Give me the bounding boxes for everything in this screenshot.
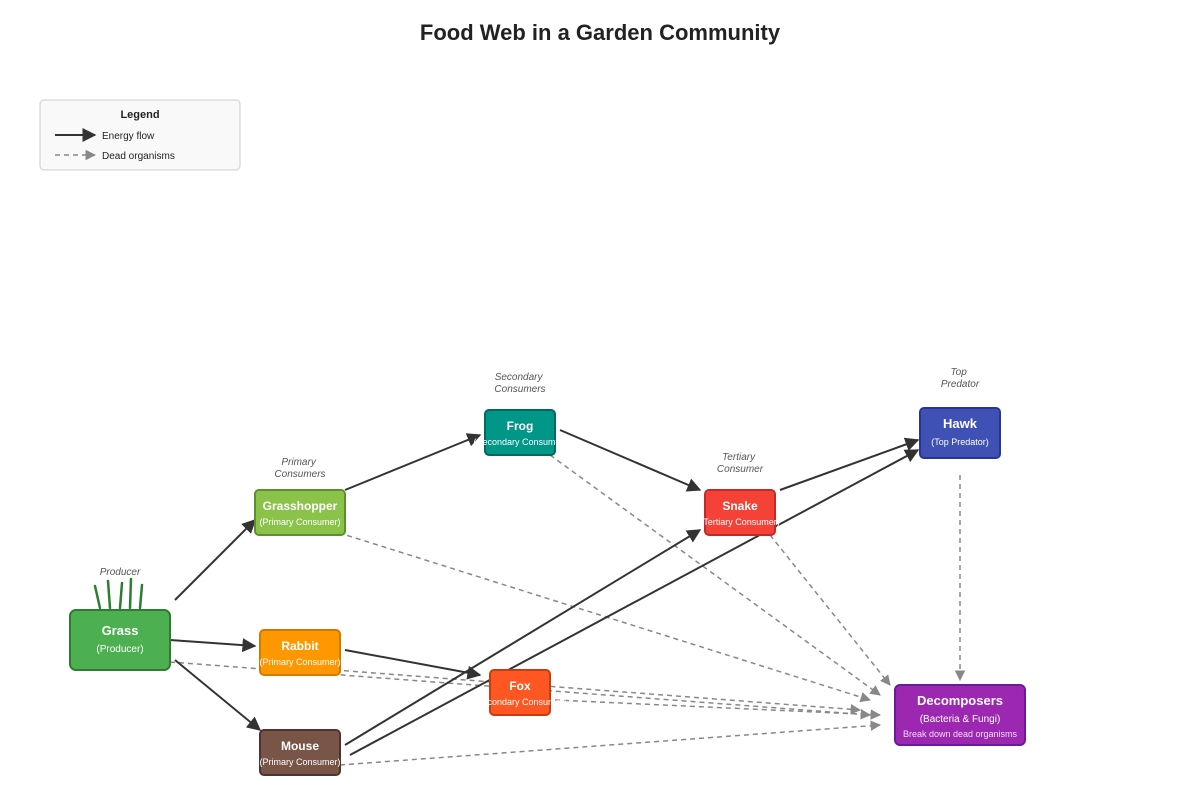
level-label-primary: Primary Consumers bbox=[274, 457, 325, 480]
legend: Legend Energy flow Dead organisms bbox=[39, 99, 241, 171]
node-fox-role: (Secondary Consumer) bbox=[473, 697, 566, 707]
node-mouse-name: Mouse bbox=[281, 739, 319, 753]
energy-flow-arrow-grass-to-rabbit bbox=[169, 638, 257, 653]
node-grass-name: Grass bbox=[102, 623, 139, 638]
energy-flow-arrow-grass-to-mouse bbox=[174, 659, 262, 731]
node-frog-role: (Secondary Consumer) bbox=[473, 437, 566, 447]
node-fox: Fox (Secondary Consumer) bbox=[473, 669, 567, 716]
level-label-secondary: Secondary Consumers bbox=[494, 372, 545, 395]
legend-energy-label: Energy flow bbox=[102, 131, 155, 142]
node-grasshopper-name: Grasshopper bbox=[263, 499, 338, 513]
page-title: Food Web in a Garden Community bbox=[420, 20, 781, 45]
node-mouse-role: (Primary Consumer) bbox=[259, 757, 340, 767]
level-label-top: Top Predator bbox=[941, 367, 980, 390]
node-frog: Frog (Secondary Consumer) bbox=[473, 409, 567, 456]
node-decomposers-note: Break down dead organisms bbox=[903, 729, 1018, 739]
level-label-tertiary: Tertiary Consumer bbox=[717, 452, 764, 475]
node-grasshopper-role: (Primary Consumer) bbox=[259, 517, 340, 527]
grass-blades-icon bbox=[93, 577, 144, 610]
node-decomposers-name: Decomposers bbox=[917, 693, 1003, 708]
node-grass: Grass (Producer) bbox=[69, 609, 171, 671]
node-snake: Snake (Tertiary Consumer) bbox=[700, 489, 780, 536]
node-grass-role: (Producer) bbox=[96, 644, 143, 655]
node-snake-name: Snake bbox=[722, 499, 758, 513]
node-frog-name: Frog bbox=[507, 419, 534, 433]
node-mouse: Mouse (Primary Consumer) bbox=[259, 729, 341, 776]
node-rabbit-role: (Primary Consumer) bbox=[259, 657, 340, 667]
node-hawk-role: (Top Predator) bbox=[931, 437, 989, 447]
legend-dead-label: Dead organisms bbox=[102, 151, 175, 162]
legend-title: Legend bbox=[120, 109, 159, 121]
node-hawk: Hawk (Top Predator) bbox=[919, 407, 1001, 459]
energy-flow-arrow-rabbit-to-fox bbox=[344, 649, 482, 680]
node-decomposers: Decomposers (Bacteria & Fungi) Break dow… bbox=[894, 684, 1026, 746]
dead-flow-arrow-fox-to-decomposers bbox=[554, 699, 882, 720]
dead-flow-arrow-grasshopper-to-decomposers bbox=[329, 529, 872, 703]
energy-flow-arrow-mouse-to-snake bbox=[344, 529, 702, 746]
dead-flow-arrow-mouse-to-decomposers bbox=[339, 720, 882, 766]
energy-flows bbox=[169, 429, 920, 756]
level-label-producer: Producer bbox=[100, 567, 141, 578]
energy-flow-arrow-snake-to-hawk bbox=[779, 437, 920, 491]
node-hawk-name: Hawk bbox=[943, 416, 978, 431]
dead-flow-arrow-rabbit-to-decomposers bbox=[334, 669, 862, 715]
node-grasshopper: Grasshopper (Primary Consumer) bbox=[254, 489, 346, 536]
energy-flow-arrow-frog-to-snake bbox=[559, 429, 702, 492]
node-snake-role: (Tertiary Consumer) bbox=[700, 517, 780, 527]
node-rabbit-name: Rabbit bbox=[281, 639, 318, 653]
energy-flow-arrow-grasshopper-to-frog bbox=[344, 433, 482, 491]
energy-flow-arrow-grass-to-grasshopper bbox=[174, 519, 256, 601]
energy-flow-arrow-mouse-to-hawk bbox=[349, 449, 920, 756]
dead-flow-arrow-snake-to-decomposers bbox=[769, 534, 891, 686]
node-fox-name: Fox bbox=[509, 679, 531, 693]
node-rabbit: Rabbit (Primary Consumer) bbox=[259, 629, 341, 676]
node-decomposers-role: (Bacteria & Fungi) bbox=[920, 714, 1001, 725]
